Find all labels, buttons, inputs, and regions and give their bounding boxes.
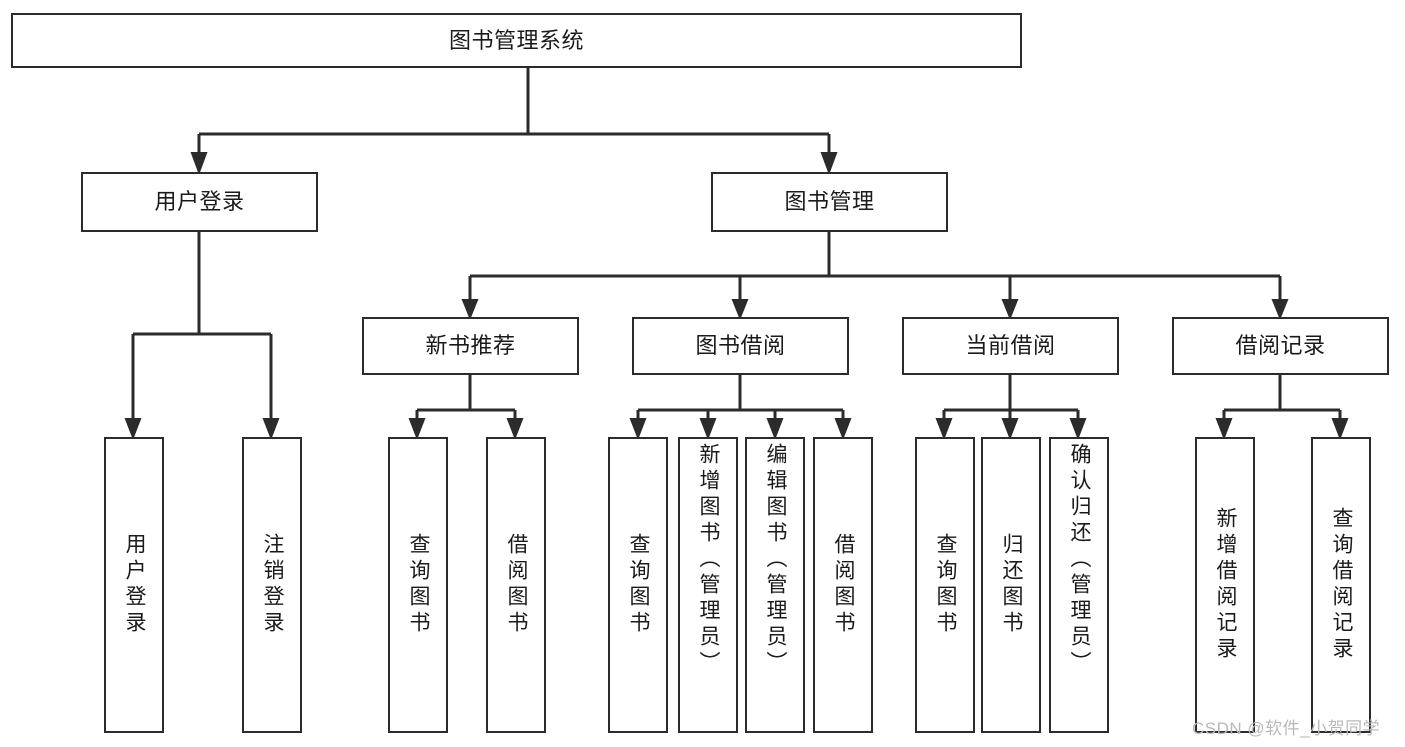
node-leaf-edit-book-label: 编辑图书（管理员）	[764, 443, 788, 677]
node-leaf-logout-label: 注销登录	[261, 533, 285, 637]
node-leaf-return-book[interactable]: 归还图书	[981, 437, 1041, 733]
node-book-management-label: 图书管理	[784, 189, 875, 215]
node-current-borrow-label: 当前借阅	[965, 333, 1056, 359]
node-leaf-add-book-label: 新增图书（管理员）	[697, 443, 721, 677]
node-book-borrow-label: 图书借阅	[695, 333, 786, 359]
node-leaf-confirm-return-label: 确认归还（管理员）	[1068, 443, 1092, 677]
node-book-management[interactable]: 图书管理	[711, 172, 948, 232]
arrowheads	[124, 152, 1349, 440]
node-leaf-borrow-book-2[interactable]: 借阅图书	[813, 437, 873, 733]
node-leaf-logout[interactable]: 注销登录	[242, 437, 302, 733]
node-leaf-user-login[interactable]: 用户登录	[104, 437, 164, 733]
node-leaf-add-book[interactable]: 新增图书（管理员）	[678, 437, 738, 733]
node-user-login-label: 用户登录	[154, 189, 245, 215]
node-leaf-query-book-2[interactable]: 查询图书	[608, 437, 668, 733]
node-leaf-borrow-book-1-label: 借阅图书	[505, 533, 529, 637]
node-book-borrow[interactable]: 图书借阅	[632, 317, 849, 375]
node-leaf-query-borrow-record[interactable]: 查询借阅记录	[1311, 437, 1371, 733]
node-leaf-query-book-1-label: 查询图书	[407, 533, 431, 637]
node-leaf-add-borrow-record-label: 新增借阅记录	[1214, 507, 1238, 663]
node-root[interactable]: 图书管理系统	[11, 13, 1022, 68]
node-current-borrow[interactable]: 当前借阅	[902, 317, 1119, 375]
node-leaf-query-book-1[interactable]: 查询图书	[388, 437, 448, 733]
node-borrow-record[interactable]: 借阅记录	[1172, 317, 1389, 375]
node-user-login[interactable]: 用户登录	[81, 172, 318, 232]
node-leaf-borrow-book-2-label: 借阅图书	[832, 533, 856, 637]
node-new-book-recommend-label: 新书推荐	[425, 333, 516, 359]
node-leaf-query-book-2-label: 查询图书	[627, 533, 651, 637]
node-leaf-query-book-3-label: 查询图书	[934, 533, 958, 637]
node-leaf-add-borrow-record[interactable]: 新增借阅记录	[1195, 437, 1255, 733]
node-leaf-query-book-3[interactable]: 查询图书	[915, 437, 975, 733]
node-leaf-edit-book[interactable]: 编辑图书（管理员）	[745, 437, 805, 733]
node-leaf-query-borrow-record-label: 查询借阅记录	[1330, 507, 1354, 663]
node-root-label: 图书管理系统	[448, 27, 584, 53]
node-leaf-user-login-label: 用户登录	[123, 533, 147, 637]
node-leaf-borrow-book-1[interactable]: 借阅图书	[486, 437, 546, 733]
node-borrow-record-label: 借阅记录	[1235, 333, 1326, 359]
node-new-book-recommend[interactable]: 新书推荐	[362, 317, 579, 375]
node-leaf-confirm-return[interactable]: 确认归还（管理员）	[1049, 437, 1109, 733]
node-leaf-return-book-label: 归还图书	[1000, 533, 1024, 637]
